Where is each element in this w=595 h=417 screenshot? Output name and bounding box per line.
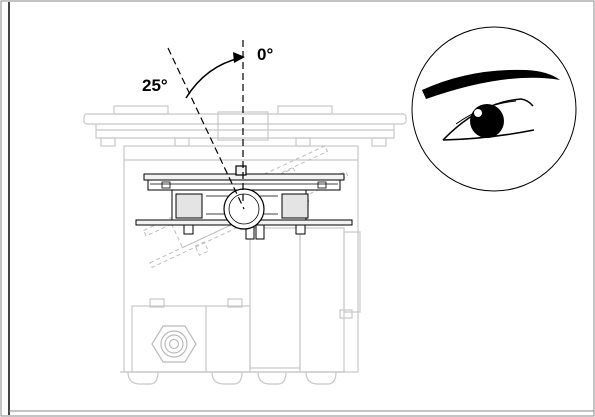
eyebrow [422, 69, 560, 99]
vertical-angle-label: 0° [257, 45, 273, 64]
eye-highlight [474, 109, 482, 117]
iris [470, 104, 504, 138]
tilted-angle-label: 25° [142, 76, 168, 95]
tilted-reference-line [167, 47, 245, 210]
upper-eyelid [442, 98, 534, 141]
cable-gland [151, 325, 197, 363]
arc-arrowhead [233, 52, 245, 63]
eye-icon [411, 26, 577, 192]
